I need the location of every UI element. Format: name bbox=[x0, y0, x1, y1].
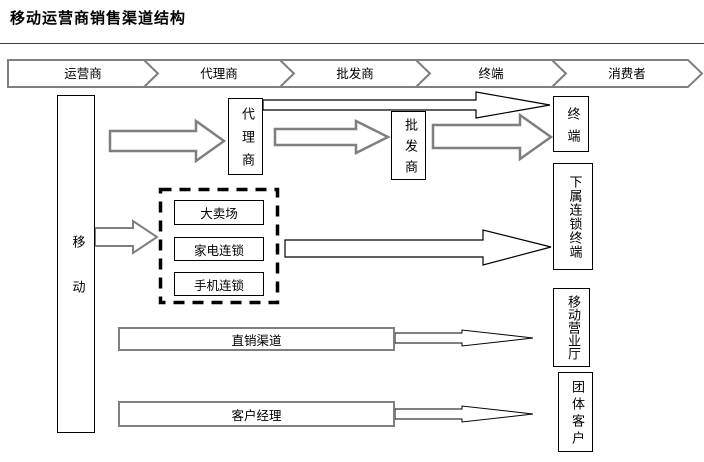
arrow-agent-to-wholesaler bbox=[273, 118, 391, 156]
node-phone-chain-label: 手机连锁 bbox=[193, 277, 244, 293]
node-direct-channel-label: 直销渠道 bbox=[231, 332, 282, 348]
node-account-manager: 客户经理 bbox=[118, 401, 395, 427]
node-group-customer-label: 团体客户 bbox=[568, 380, 584, 448]
page-title: 移动运营商销售渠道结构 bbox=[10, 9, 187, 27]
arrow-mobile-to-retail-group bbox=[94, 219, 159, 255]
node-phone-chain: 手机连锁 bbox=[174, 272, 264, 296]
node-mobile-business-hall: 移动营业厅 bbox=[553, 288, 590, 367]
band-label-agent: 代理商 bbox=[200, 66, 238, 81]
arrow-mobile-to-agent bbox=[108, 118, 227, 164]
arrow-account-manager-to-group-customer bbox=[394, 405, 534, 423]
node-subordinate-chain-terminal-label: 下属连锁终端 bbox=[566, 175, 582, 259]
node-terminal: 终端 bbox=[553, 96, 589, 152]
node-wholesaler-label: 批发商 bbox=[401, 118, 417, 181]
node-hypermarket-label: 大卖场 bbox=[200, 206, 238, 221]
node-agent: 代理商 bbox=[228, 98, 263, 176]
node-appliance-chain: 家电连锁 bbox=[174, 237, 264, 261]
node-agent-label: 代理商 bbox=[238, 107, 254, 176]
process-band: 运营商 代理商 批发商 终端 消费者 bbox=[7, 59, 704, 88]
band-label-terminal: 终端 bbox=[478, 66, 503, 81]
node-appliance-chain-label: 家电连锁 bbox=[193, 242, 244, 258]
title-divider bbox=[0, 43, 704, 44]
node-hypermarket: 大卖场 bbox=[174, 200, 264, 225]
node-mobile-operator: 移动 bbox=[57, 95, 95, 433]
node-mobile-business-hall-label: 移动营业厅 bbox=[564, 295, 580, 360]
node-direct-channel: 直销渠道 bbox=[118, 327, 395, 351]
arrow-agent-to-terminal bbox=[262, 91, 551, 119]
band-chevron-consumer bbox=[549, 59, 704, 88]
node-wholesaler: 批发商 bbox=[391, 111, 426, 181]
node-subordinate-chain-terminal: 下属连锁终端 bbox=[553, 163, 593, 270]
node-terminal-label: 终端 bbox=[564, 106, 580, 151]
arrow-retail-group-to-chain-terminal bbox=[284, 229, 552, 266]
band-label-operator: 运营商 bbox=[64, 66, 102, 81]
node-group-customer: 团体客户 bbox=[558, 372, 593, 452]
band-label-consumer: 消费者 bbox=[608, 66, 646, 81]
arrow-wholesaler-to-terminal bbox=[431, 112, 554, 162]
node-mobile-operator-label: 移动 bbox=[69, 235, 85, 325]
retail-chain-dashed-group bbox=[158, 187, 280, 305]
arrow-direct-channel-to-business-hall bbox=[394, 329, 534, 347]
node-account-manager-label: 客户经理 bbox=[231, 407, 282, 423]
band-label-wholesaler: 批发商 bbox=[336, 66, 374, 81]
